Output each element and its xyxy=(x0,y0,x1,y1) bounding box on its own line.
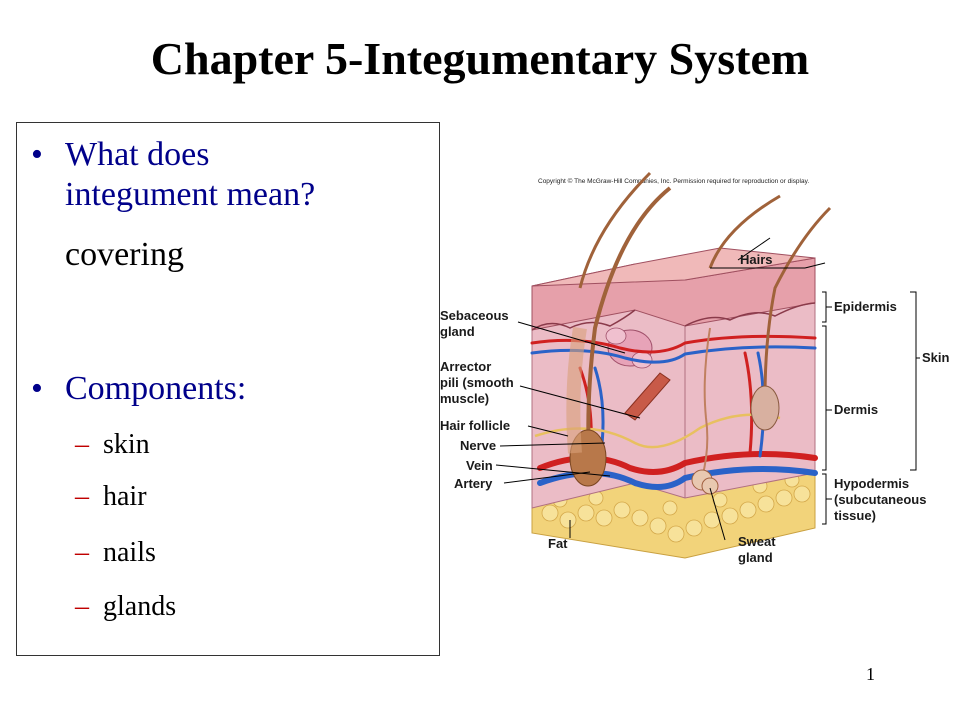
sweat-gland xyxy=(691,327,719,495)
label-arrector-pili: Arrector xyxy=(440,359,491,374)
label-sebaceous-gland: gland xyxy=(440,324,475,339)
label-hair-follicle: Hair follicle xyxy=(440,418,510,433)
copyright-notice: Copyright © The McGraw-Hill Companies, I… xyxy=(538,177,809,185)
component-label: skin xyxy=(103,429,150,460)
label-hairs: Hairs xyxy=(740,252,773,267)
label-hypodermis: tissue) xyxy=(834,508,876,523)
slide-title: Chapter 5-Integumentary System xyxy=(150,33,810,84)
label-sebaceous-gland: Sebaceous xyxy=(440,308,509,323)
component-label: glands xyxy=(103,591,177,622)
bullet-dot-icon: • xyxy=(31,136,43,173)
content-text-box: • What does integument mean? covering • … xyxy=(16,122,440,656)
question-line-2: integument mean? xyxy=(65,176,316,213)
label-sweat-gland: gland xyxy=(738,550,773,565)
layer-brackets xyxy=(822,291,920,525)
components-heading: Components: xyxy=(65,370,247,407)
label-leader-lines xyxy=(495,237,826,541)
bullet-dot-icon: • xyxy=(31,370,43,407)
label-fat: Fat xyxy=(548,536,568,551)
label-nerve: Nerve xyxy=(460,438,496,453)
component-label: nails xyxy=(103,537,156,568)
label-skin: Skin xyxy=(922,350,950,365)
label-dermis: Dermis xyxy=(834,402,878,417)
label-artery: Artery xyxy=(454,476,493,491)
dash-icon: – xyxy=(75,481,89,512)
component-label: hair xyxy=(103,481,147,512)
question-line-1: What does xyxy=(65,136,210,173)
arrector-pili-muscle xyxy=(624,372,671,421)
answer-text: covering xyxy=(65,236,184,273)
label-vein: Vein xyxy=(466,458,493,473)
sebaceous-gland xyxy=(605,327,653,369)
label-arrector-pili: pili (smooth xyxy=(440,375,514,390)
dash-icon: – xyxy=(75,429,89,460)
epidermis-layer xyxy=(531,247,816,331)
label-sweat-gland: Sweat xyxy=(738,534,776,549)
page-number: 1 xyxy=(866,664,875,684)
label-arrector-pili: muscle) xyxy=(440,391,489,406)
skin-diagram: Copyright © The McGraw-Hill Companies, I… xyxy=(440,171,950,565)
dash-icon: – xyxy=(75,591,89,622)
label-hypodermis: (subcutaneous xyxy=(834,492,926,507)
label-epidermis: Epidermis xyxy=(834,299,897,314)
nerve-fiber xyxy=(534,413,781,449)
label-hypodermis: Hypodermis xyxy=(834,476,909,491)
dash-icon: – xyxy=(75,537,89,568)
